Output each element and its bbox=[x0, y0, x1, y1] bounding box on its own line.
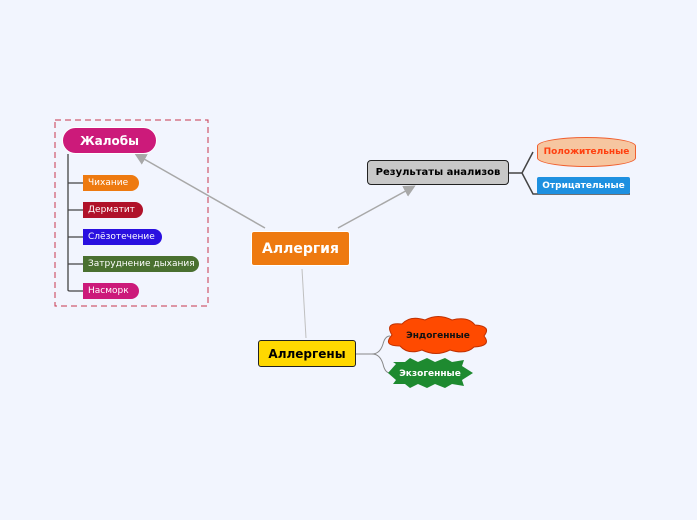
topic-allergens[interactable]: Аллергены bbox=[258, 340, 356, 367]
subtopic-breathing-difficulty[interactable]: Затруднение дыхания bbox=[83, 256, 199, 272]
central-topic-allergy[interactable]: Аллергия bbox=[251, 231, 350, 266]
topic-complaints[interactable]: Жалобы bbox=[62, 127, 157, 154]
subtopic-endogenous[interactable]: Эндогенные bbox=[406, 331, 470, 341]
endogenous-cloud-shape bbox=[387, 316, 487, 354]
topic-test-results[interactable]: Результаты анализов bbox=[367, 160, 509, 185]
subtopic-sneezing[interactable]: Чихание bbox=[83, 175, 139, 191]
exogenous-star-shape bbox=[388, 358, 473, 388]
subtopic-positive[interactable]: Положительные bbox=[537, 137, 636, 167]
subtopic-exogenous[interactable]: Экзогенные bbox=[399, 368, 461, 379]
subtopic-runny-nose[interactable]: Насморк bbox=[83, 283, 139, 299]
complaints-boundary bbox=[54, 119, 209, 307]
subtopic-negative[interactable]: Отрицательные bbox=[537, 177, 630, 194]
subtopic-dermatitis[interactable]: Дерматит bbox=[83, 202, 143, 218]
subtopic-tearing[interactable]: Слёзотечение bbox=[83, 229, 162, 245]
